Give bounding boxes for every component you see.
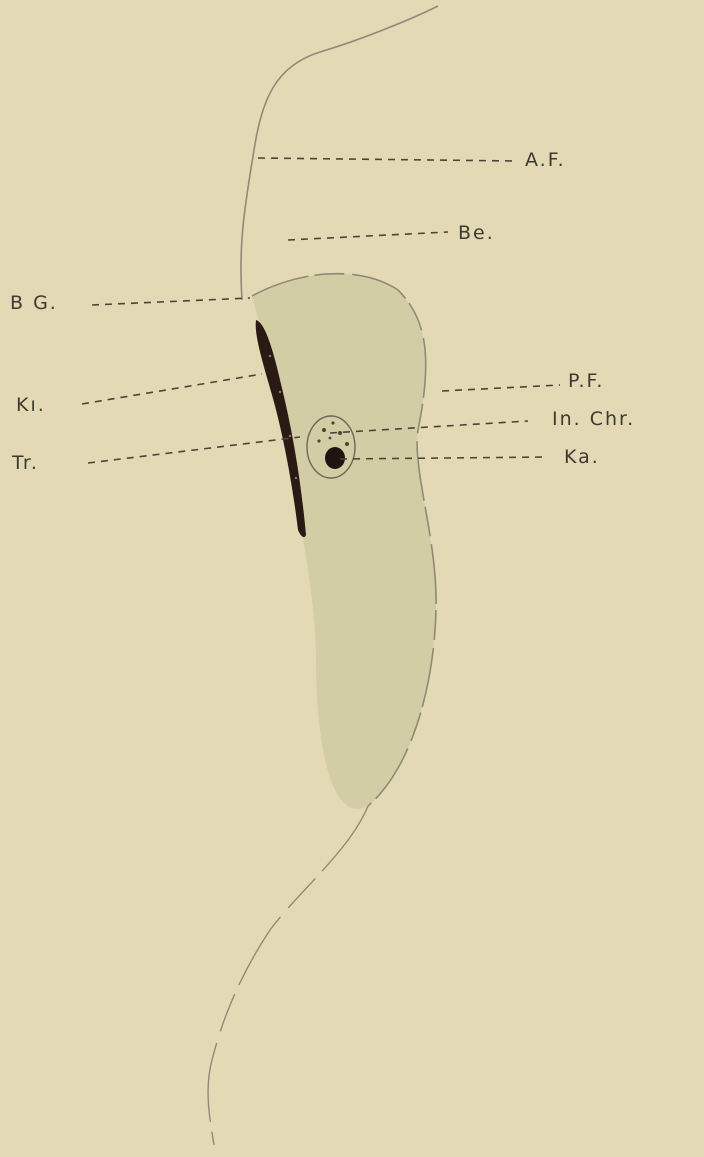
leader-ki [82,374,262,404]
label-ka: Ka. [564,446,600,468]
posterior-flagellum [208,806,368,1145]
leader-bg [92,298,250,305]
organism-body [252,274,436,809]
label-bg: B G. [10,292,58,314]
karyosome [325,447,345,469]
label-tr: Tr. [12,452,39,474]
label-inchr: In. Chr. [552,408,635,430]
anterior-flagellum [241,6,438,300]
label-af: A.F. [525,149,566,171]
label-pf: P.F. [568,370,604,392]
leader-tr [88,437,300,463]
leader-pf [442,385,560,391]
leader-af [258,158,518,161]
leader-be [288,232,448,240]
label-be: Be. [458,222,495,244]
label-ki: Kı. [16,394,46,416]
